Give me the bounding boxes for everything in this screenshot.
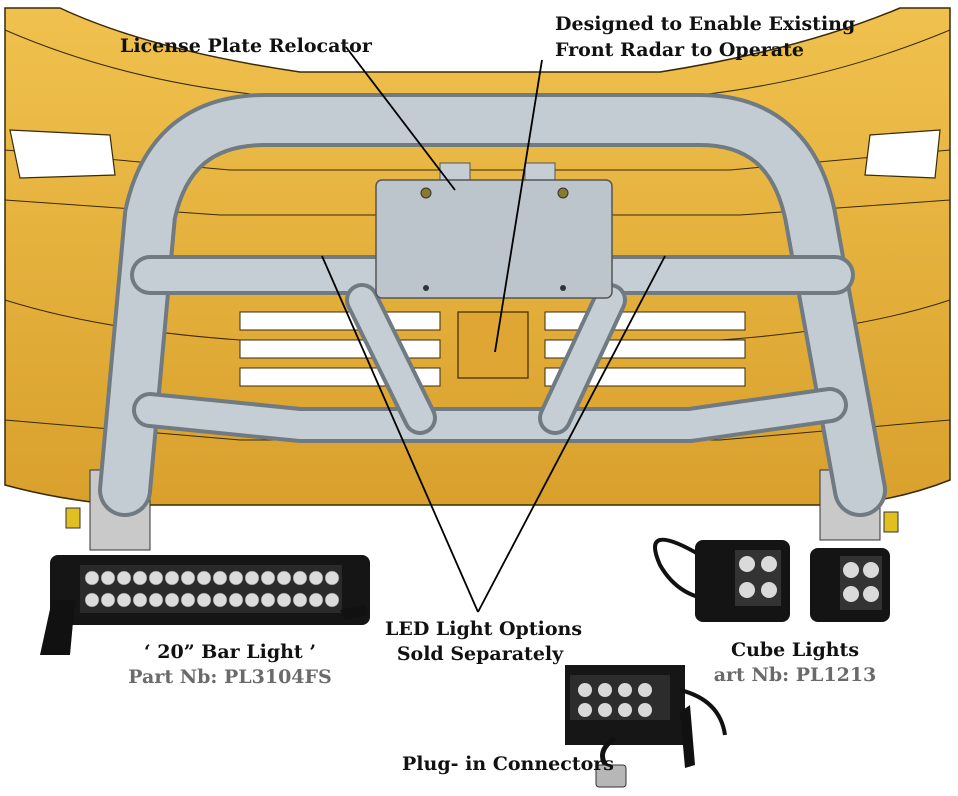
radar-callout-line1: Designed to Enable Existing: [555, 13, 856, 35]
cube-lights-image: [653, 537, 890, 622]
license-plate-relocator: [375, 162, 613, 299]
radar-callout-line2: Front Radar to Operate: [555, 39, 804, 61]
plug-in-connectors-callout: Plug- in Connectors: [402, 753, 614, 775]
led-options-line2: Sold Separately: [396, 643, 564, 665]
bar-light-image: [40, 555, 370, 655]
license-plate-callout: License Plate Relocator: [120, 35, 372, 57]
cube-lights-part-number: art Nb: PL1213: [713, 664, 877, 686]
bar-light-part-number: Part Nb: PL3104FS: [128, 666, 332, 688]
led-options-line1: LED Light Options: [385, 618, 583, 640]
plug-connector-image: [565, 665, 727, 788]
cube-lights-name: Cube Lights: [730, 639, 860, 661]
callout-lines: [321, 46, 666, 613]
bar-light-name: ‘ 20” Bar Light ’: [144, 641, 316, 663]
